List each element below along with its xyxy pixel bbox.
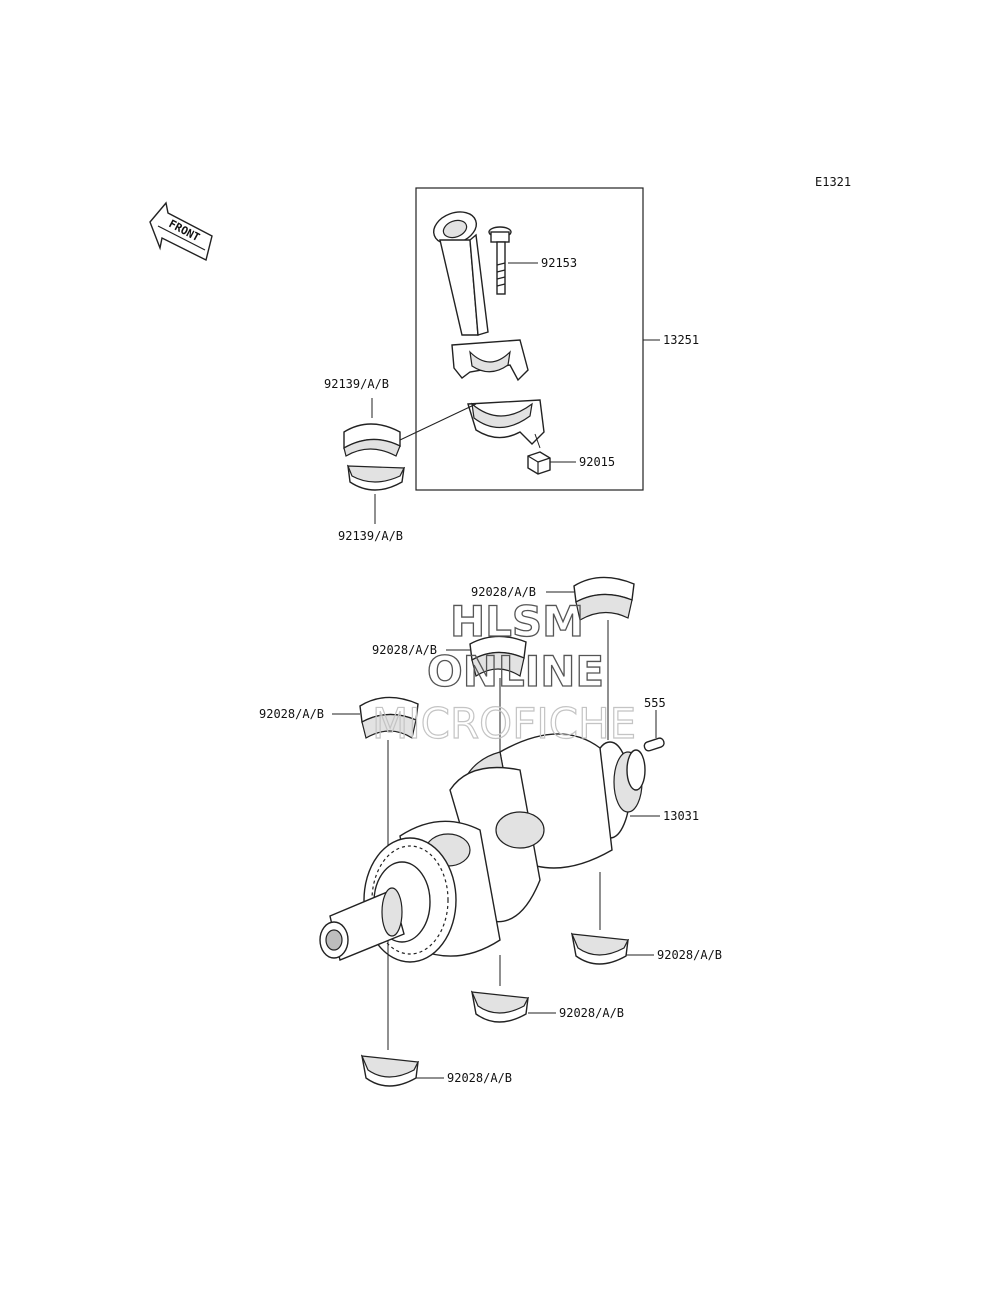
main-bearing-upper-left-icon <box>359 696 419 739</box>
main-bearing-upper-right-icon <box>573 576 635 621</box>
callout-13251[interactable]: 13251 <box>663 333 699 347</box>
main-bearing-lower-mid-icon <box>471 990 529 1023</box>
woodruff-key-icon <box>643 737 665 752</box>
callout-92139-upper[interactable]: 92139/A/B <box>324 377 389 391</box>
rod-bearing-lower-icon <box>347 464 405 491</box>
callout-92028-upper-mid[interactable]: 92028/A/B <box>372 643 437 657</box>
crankshaft-icon <box>319 733 646 963</box>
connecting-rod-icon <box>432 211 529 382</box>
main-bearing-lower-left-icon <box>361 1054 419 1087</box>
callout-13031[interactable]: 13031 <box>663 809 699 823</box>
connecting-rod-cap-icon <box>467 399 545 445</box>
diagram-code: E1321 <box>815 175 851 189</box>
callout-92028-upper-right[interactable]: 92028/A/B <box>471 585 536 599</box>
connecting-rod-bolt-icon <box>488 226 512 295</box>
rod-assembly-box <box>415 187 644 491</box>
rod-bearing-upper-icon <box>343 423 401 457</box>
watermark-line-3: MICROFICHE <box>372 699 636 748</box>
main-bearing-lower-right-icon <box>571 932 629 965</box>
callout-92028-lower-right[interactable]: 92028/A/B <box>657 948 722 962</box>
watermark-line-2: ONLINE <box>427 647 604 696</box>
main-bearing-upper-mid-icon <box>469 635 527 677</box>
nut-icon <box>527 451 551 475</box>
callout-92028-lower-left[interactable]: 92028/A/B <box>447 1071 512 1085</box>
callout-92028-upper-left[interactable]: 92028/A/B <box>259 707 324 721</box>
callout-92139-lower[interactable]: 92139/A/B <box>338 529 403 543</box>
callout-92153[interactable]: 92153 <box>541 256 577 270</box>
callout-92015[interactable]: 92015 <box>579 455 615 469</box>
callout-92028-lower-mid[interactable]: 92028/A/B <box>559 1006 624 1020</box>
callout-555[interactable]: 555 <box>644 696 666 710</box>
watermark-line-1: HLSM <box>450 597 584 646</box>
watermark: HLSM ONLINE MICROFICHE <box>371 596 636 748</box>
front-direction-arrow-icon: FRONT <box>149 201 213 262</box>
